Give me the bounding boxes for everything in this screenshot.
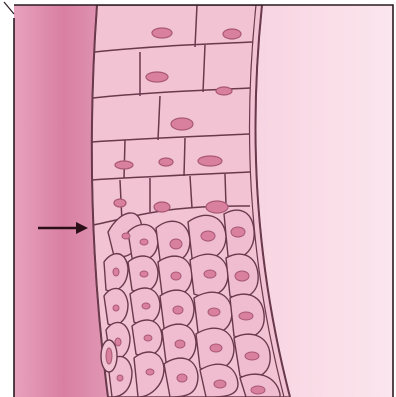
connective-tissue-cell bbox=[101, 340, 117, 372]
frame-corner bbox=[4, 2, 14, 14]
